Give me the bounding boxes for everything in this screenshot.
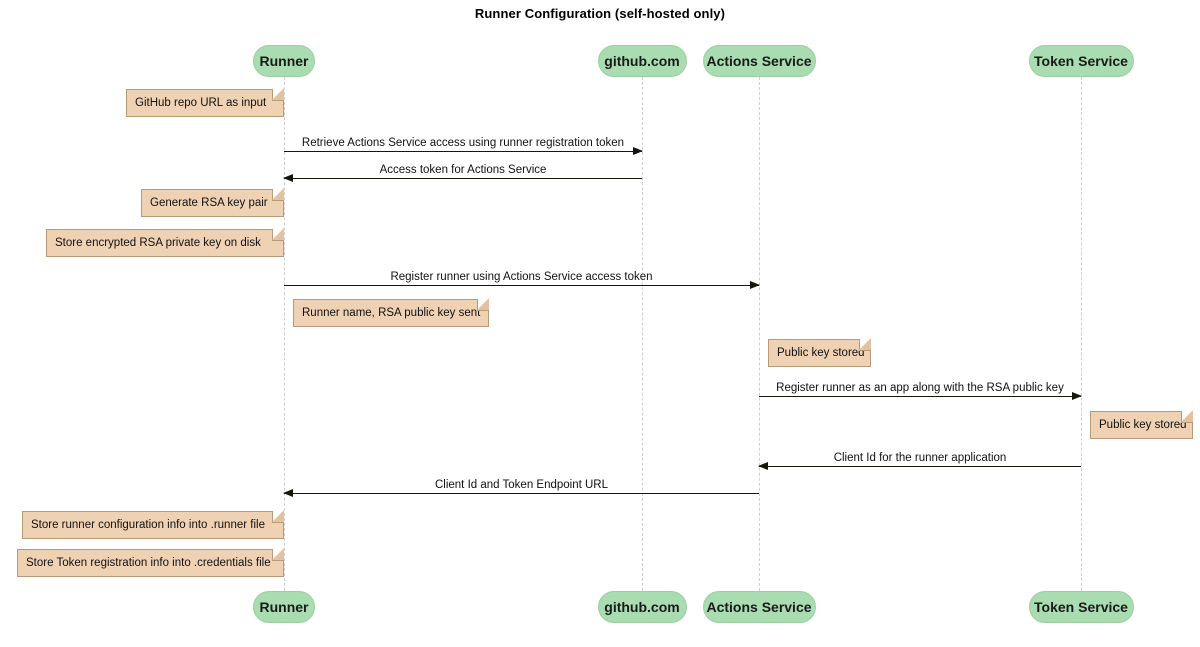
note-public-key-token: Public key stored bbox=[1090, 410, 1193, 439]
note-text: Public key stored bbox=[1099, 419, 1187, 431]
lifeline-runner bbox=[284, 77, 285, 591]
participant-runner-bottom[interactable]: Runner bbox=[253, 591, 315, 623]
message-label: Client Id and Token Endpoint URL bbox=[434, 479, 609, 491]
note-fold-corner-icon bbox=[272, 510, 284, 523]
arrowhead-right-icon bbox=[1072, 392, 1082, 400]
note-store-credentials: Store Token registration info into .cred… bbox=[17, 548, 284, 577]
msg-register-app[interactable]: Register runner as an app along with the… bbox=[759, 382, 1082, 400]
message-label: Client Id for the runner application bbox=[833, 452, 1007, 464]
participant-github-bottom[interactable]: github.com bbox=[597, 591, 687, 623]
arrowhead-left-icon bbox=[283, 174, 293, 182]
message-label: Register runner as an app along with the… bbox=[776, 382, 1064, 394]
note-text: Runner name, RSA public key sent bbox=[302, 307, 481, 319]
participant-github-top[interactable]: github.com bbox=[597, 45, 687, 77]
msg-access-token[interactable]: Access token for Actions Service bbox=[283, 164, 642, 182]
participant-label: Runner bbox=[259, 599, 309, 615]
participant-actions-bottom[interactable]: Actions Service bbox=[702, 591, 816, 623]
note-text: Generate RSA key pair bbox=[150, 197, 268, 209]
note-text: Store runner configuration info into .ru… bbox=[31, 519, 265, 531]
note-runner-name-key: Runner name, RSA public key sent bbox=[293, 298, 489, 327]
note-fold-corner-icon bbox=[272, 228, 284, 241]
note-fold-corner-icon bbox=[1181, 410, 1193, 423]
note-text: Public key stored bbox=[777, 347, 865, 359]
lifeline-token bbox=[1081, 77, 1082, 591]
lifeline-actions bbox=[759, 77, 760, 591]
note-github-repo-url: GitHub repo URL as input bbox=[126, 88, 284, 117]
arrowhead-right-icon bbox=[633, 147, 643, 155]
lifeline-github bbox=[642, 77, 643, 591]
note-text: Store Token registration info into .cred… bbox=[26, 557, 271, 569]
note-fold-corner-icon bbox=[477, 298, 489, 311]
participant-label: Token Service bbox=[1034, 53, 1128, 69]
note-text: Store encrypted RSA private key on disk bbox=[55, 237, 261, 249]
note-generate-rsa: Generate RSA key pair bbox=[141, 188, 284, 217]
note-fold-corner-icon bbox=[272, 188, 284, 201]
arrowhead-left-icon bbox=[758, 462, 768, 470]
participant-label: github.com bbox=[604, 599, 680, 615]
message-label: Retrieve Actions Service access using ru… bbox=[301, 137, 625, 149]
participant-runner-top[interactable]: Runner bbox=[253, 45, 315, 77]
message-line bbox=[284, 285, 759, 286]
message-label: Register runner using Actions Service ac… bbox=[390, 271, 653, 283]
note-public-key-actions: Public key stored bbox=[768, 338, 871, 367]
note-store-private-key: Store encrypted RSA private key on disk bbox=[46, 228, 284, 257]
participant-label: Actions Service bbox=[706, 53, 812, 69]
message-line bbox=[759, 396, 1081, 397]
participant-label: Token Service bbox=[1034, 599, 1128, 615]
msg-retrieve-actions-access[interactable]: Retrieve Actions Service access using ru… bbox=[284, 137, 643, 155]
message-label: Access token for Actions Service bbox=[379, 164, 547, 176]
note-store-runner-file: Store runner configuration info into .ru… bbox=[22, 510, 284, 539]
arrowhead-right-icon bbox=[750, 281, 760, 289]
note-text: GitHub repo URL as input bbox=[135, 97, 267, 109]
note-fold-corner-icon bbox=[859, 338, 871, 351]
msg-client-id-endpoint[interactable]: Client Id and Token Endpoint URL bbox=[283, 479, 759, 497]
participant-label: Actions Service bbox=[706, 599, 812, 615]
participant-label: Runner bbox=[259, 53, 309, 69]
note-fold-corner-icon bbox=[272, 548, 284, 561]
message-line bbox=[284, 178, 642, 179]
participant-token-top[interactable]: Token Service bbox=[1028, 45, 1134, 77]
note-fold-corner-icon bbox=[272, 88, 284, 101]
msg-register-runner[interactable]: Register runner using Actions Service ac… bbox=[284, 271, 760, 289]
msg-client-id[interactable]: Client Id for the runner application bbox=[758, 452, 1081, 470]
message-line bbox=[284, 151, 642, 152]
page-title: Runner Configuration (self-hosted only) bbox=[474, 6, 726, 21]
participant-label: github.com bbox=[604, 53, 680, 69]
arrowhead-left-icon bbox=[283, 489, 293, 497]
message-line bbox=[284, 493, 759, 494]
message-line bbox=[759, 466, 1081, 467]
participant-token-bottom[interactable]: Token Service bbox=[1028, 591, 1134, 623]
participant-actions-top[interactable]: Actions Service bbox=[702, 45, 816, 77]
